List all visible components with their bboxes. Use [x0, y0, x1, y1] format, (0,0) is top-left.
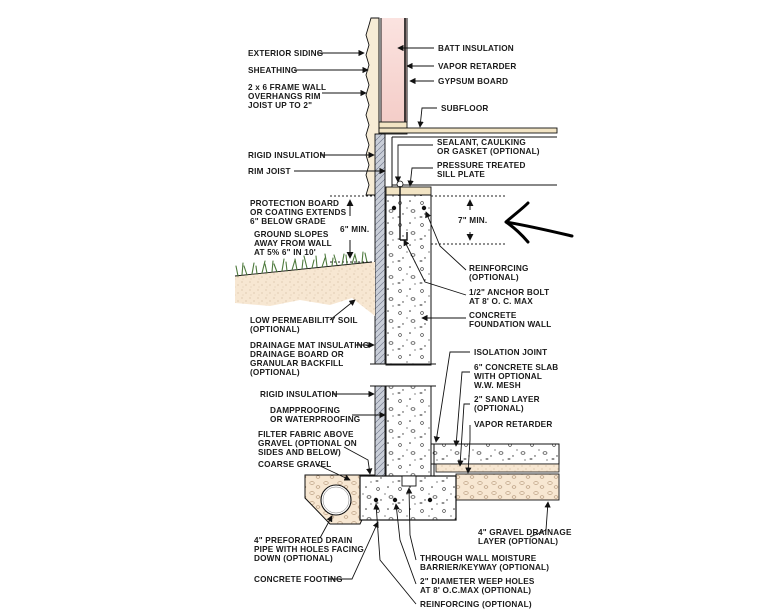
exterior-siding-label: EXTERIOR SIDING — [248, 49, 323, 58]
moisture-barrier-label-1: THROUGH WALL MOISTURE — [420, 554, 537, 563]
soil — [235, 262, 375, 316]
isolation-joint-label: ISOLATION JOINT — [474, 348, 547, 357]
reinforcing-lower-label: REINFORCING (OPTIONAL) — [420, 600, 532, 609]
gravel-drainage-label-2: LAYER (OPTIONAL) — [478, 537, 558, 546]
hand-drawn-arrow-icon — [504, 201, 574, 244]
frame-wall-label-2: OVERHANGS RIM — [248, 92, 321, 101]
vapor-retarder-lower-label: VAPOR RETARDER — [474, 420, 552, 429]
batt-insulation-label: BATT INSULATION — [438, 44, 514, 53]
protection-board-label-1: PROTECTION BOARD — [250, 199, 339, 208]
ground-slopes-label-3: AT 5% 6" IN 10' — [254, 248, 316, 257]
ground-slopes-label-1: GROUND SLOPES — [254, 230, 329, 239]
seven-min-label: 7" MIN. — [458, 216, 487, 225]
drain-pipe — [320, 484, 352, 516]
reinforcing-upper-label-2: (OPTIONAL) — [469, 273, 519, 282]
filter-fabric-label-3: SIDES AND BELOW) — [258, 448, 341, 457]
dampproofing-label-1: DAMPPROOFING — [270, 406, 340, 415]
sill-plate — [385, 186, 432, 196]
sill-plate-label-1: PRESSURE TREATED — [437, 161, 526, 170]
batt-insulation — [381, 18, 407, 122]
gravel-drainage-label-1: 4" GRAVEL DRAINAGE — [478, 528, 572, 537]
concrete-foundation-wall-lower — [385, 385, 432, 477]
rim-joist-label: RIM JOIST — [248, 167, 291, 176]
sheathing-label: SHEATHING — [248, 66, 297, 75]
moisture-barrier-label-2: BARRIER/KEYWAY (OPTIONAL) — [420, 563, 549, 572]
frame-wall-label-3: JOIST UP TO 2" — [248, 101, 312, 110]
left-labels: EXTERIOR SIDING SHEATHING 2 x 6 FRAME WA… — [248, 49, 386, 584]
drainage-mat-label-1: DRAINAGE MAT INSULATING — [250, 341, 369, 350]
weep-holes-label-2: AT 8' O.C.MAX (OPTIONAL) — [420, 586, 531, 595]
sealant-label-1: SEALANT, CAULKING — [437, 138, 526, 147]
drainage-mat-label-2: DRAINAGE BOARD OR — [250, 350, 344, 359]
filter-fabric-label-1: FILTER FABRIC ABOVE — [258, 430, 354, 439]
six-min-label: 6" MIN. — [340, 225, 369, 234]
grass — [235, 251, 368, 277]
low-perm-soil-label-1: LOW PERMEABILITY SOIL — [250, 316, 358, 325]
weep-holes-label-1: 2" DIAMETER WEEP HOLES — [420, 577, 535, 586]
coarse-gravel-label: COARSE GRAVEL — [258, 460, 331, 469]
sand-layer-label-2: (OPTIONAL) — [474, 404, 524, 413]
rigid-insulation-upper-label: RIGID INSULATION — [248, 151, 326, 160]
drain-pipe-label-3: DOWN (OPTIONAL) — [254, 554, 333, 563]
subfloor-label: SUBFLOOR — [441, 104, 489, 113]
dampproofing-label-2: OR WATERPROOFING — [270, 415, 360, 424]
gravel-layer — [455, 473, 560, 501]
protection-board-label-3: 6" BELOW GRADE — [250, 217, 326, 226]
concrete-slab — [430, 443, 560, 465]
anchor-bolt-label-2: AT 8' O. C. MAX — [469, 297, 533, 306]
ground-slopes-label-2: AWAY FROM WALL — [254, 239, 332, 248]
gypsum-board-label: GYPSUM BOARD — [438, 77, 508, 86]
concrete-footing-label: CONCRETE FOOTING — [254, 575, 343, 584]
foundation-wall-label-1: CONCRETE — [469, 311, 517, 320]
drain-pipe-label-1: 4" PREFORATED DRAIN — [254, 536, 353, 545]
sand-layer — [435, 463, 560, 473]
frame-wall-label-1: 2 x 6 FRAME WALL — [248, 83, 326, 92]
sealant-label-2: OR GASKET (OPTIONAL) — [437, 147, 540, 156]
keyway — [401, 475, 417, 487]
drainage-mat-label-4: (OPTIONAL) — [250, 368, 300, 377]
vapor-retarder-upper-label: VAPOR RETARDER — [438, 62, 516, 71]
slab-label-3: W.W. MESH — [474, 381, 521, 390]
anchor-bolt-label-1: 1/2" ANCHOR BOLT — [469, 288, 549, 297]
rigid-insulation-upper — [374, 133, 386, 365]
drain-pipe-label-2: PIPE WITH HOLES FACING — [254, 545, 364, 554]
filter-fabric-label-2: GRAVEL (OPTIONAL ON — [258, 439, 357, 448]
rigid-insulation-lower-label: RIGID INSULATION — [260, 390, 338, 399]
sand-layer-label-1: 2" SAND LAYER — [474, 395, 540, 404]
foundation-wall-label-2: FOUNDATION WALL — [469, 320, 551, 329]
subfloor — [378, 127, 558, 134]
sill-plate-label-2: SILL PLATE — [437, 170, 485, 179]
protection-board-label-2: OR COATING EXTENDS — [250, 208, 347, 217]
right-labels: BATT INSULATION VAPOR RETARDER GYPSUM BO… — [373, 44, 572, 609]
low-perm-soil-label-2: (OPTIONAL) — [250, 325, 300, 334]
slab-label-2: WITH OPTIONAL — [474, 372, 542, 381]
rigid-insulation-lower — [374, 385, 386, 477]
reinforcing-upper-label-1: REINFORCING — [469, 264, 529, 273]
drainage-mat-label-3: GRANULAR BACKFILL — [250, 359, 343, 368]
slab-label-1: 6" CONCRETE SLAB — [474, 363, 558, 372]
